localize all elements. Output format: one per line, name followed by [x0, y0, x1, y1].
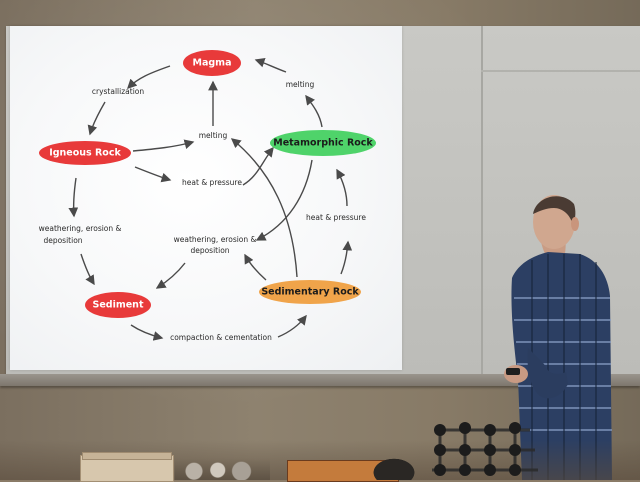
node-sediment-shape: [85, 292, 151, 318]
molecular-model-ball: [434, 464, 446, 476]
label-weathering-center-line2: deposition: [190, 246, 229, 255]
label-crystallization: crystallization: [92, 87, 144, 96]
whiteboard-seam: [481, 26, 483, 378]
molecular-model: [432, 422, 538, 476]
molecular-model-ball: [484, 424, 496, 436]
box-left-lid: [82, 452, 172, 460]
node-sediment-label: Sediment: [93, 300, 144, 311]
label-heat-pressure-right: heat & pressure: [306, 213, 366, 222]
node-sediment: Sediment: [85, 292, 151, 318]
dark-object: [368, 455, 420, 480]
node-sedimentary-rock-label: Sedimentary Rock: [261, 287, 359, 298]
node-metamorphic-rock: Metamorphic Rock: [270, 130, 376, 156]
arrow-igneous-to-heat-pressure: [134, 166, 172, 183]
whiteboard-tray: [0, 374, 640, 386]
molecular-model-ball: [459, 422, 471, 434]
presenter-hair: [533, 196, 576, 225]
remote-control: [506, 368, 520, 375]
presenter: [504, 195, 612, 480]
label-weathering-left-line2: deposition: [43, 236, 82, 245]
arrow-crystallization-to-igneous: [87, 101, 106, 136]
label-heat-pressure-left: heat & pressure: [182, 178, 242, 187]
node-sedimentary-rock-shape: [259, 280, 361, 304]
presenter-ear: [571, 217, 579, 231]
node-magma-shape: [183, 50, 241, 76]
arrow-compaction-to-sedimentary: [277, 314, 307, 338]
label-compaction-cementation: compaction & cementation: [170, 333, 272, 342]
molecular-model-ball: [434, 444, 446, 456]
arrow-heat-pressure-right-to-metamorphic: [336, 168, 348, 207]
molecular-model-ball: [509, 464, 521, 476]
presenter-arm: [527, 348, 568, 399]
arrow-igneous-to-weathering-left: [68, 177, 79, 218]
molecular-model-ball: [484, 444, 496, 456]
arrow-weathering-center-to-sediment: [155, 262, 186, 289]
arrow-melting-top-to-magma: [254, 58, 287, 73]
arrow-sedimentary-to-weathering-center: [244, 253, 267, 281]
molecular-model-ball: [509, 444, 521, 456]
projection-screen: [10, 26, 402, 370]
label-weathering-center-line1: weathering, erosion &: [174, 235, 257, 244]
node-igneous-rock-label: Igneous Rock: [49, 148, 121, 159]
node-magma: Magma: [183, 50, 241, 76]
arrow-metamorphic-to-weathering-center: [255, 159, 313, 241]
molecular-model-ball: [484, 464, 496, 476]
node-metamorphic-rock-shape: [270, 130, 376, 156]
arrow-metamorphic-to-melting-top: [305, 94, 323, 128]
arrow-sedimentary-to-melting-center: [230, 138, 298, 278]
node-magma-label: Magma: [193, 58, 232, 69]
arrow-sediment-to-compaction: [130, 324, 164, 341]
node-sedimentary-rock: Sedimentary Rock: [259, 280, 361, 304]
node-metamorphic-rock-label: Metamorphic Rock: [273, 138, 373, 149]
rock-cycle-diagram: crystallization melting melting heat & p…: [39, 50, 376, 342]
rock-samples: [175, 458, 270, 480]
molecular-model-ball: [459, 464, 471, 476]
arrow-igneous-to-melting: [132, 139, 195, 152]
molecular-model-balls: [434, 422, 521, 476]
label-melting-center: melting: [199, 131, 228, 140]
molecular-model-ball: [509, 422, 521, 434]
label-weathering-left-line1: weathering, erosion &: [39, 224, 122, 233]
arrow-magma-to-igneous-start: [127, 65, 171, 89]
arrow-sedimentary-to-heat-pressure-right: [340, 240, 353, 275]
molecular-model-ball: [434, 424, 446, 436]
node-igneous-rock-shape: [39, 141, 131, 165]
presenter-shirt: [511, 252, 612, 480]
molecular-model-ball: [459, 444, 471, 456]
arrow-weathering-left-to-sediment: [80, 253, 95, 286]
whiteboard-seam: [481, 70, 640, 72]
node-igneous-rock: Igneous Rock: [39, 141, 131, 165]
label-melting-top: melting: [286, 80, 315, 89]
